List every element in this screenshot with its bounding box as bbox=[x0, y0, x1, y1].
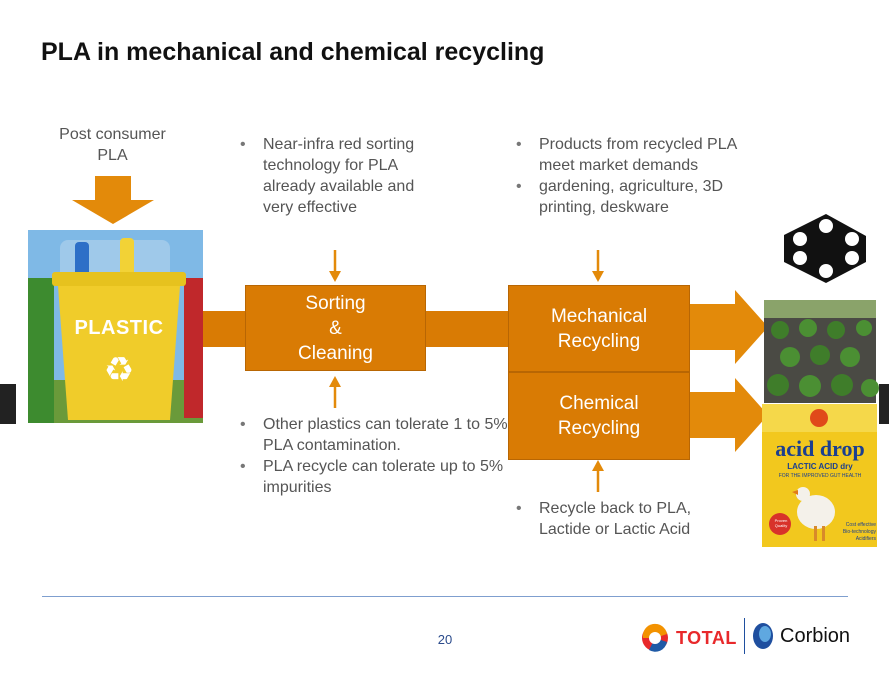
connector-sorting-recycling bbox=[426, 311, 508, 347]
mechanical-box-line2: Recycling bbox=[557, 330, 641, 352]
contamination-notes: Other plastics can tolerate 1 to 5% PLA … bbox=[238, 414, 513, 498]
bin-label: PLASTIC bbox=[74, 317, 164, 339]
bin-green-left bbox=[28, 278, 54, 423]
total-logo-icon bbox=[642, 623, 668, 652]
chemical-note: Recycle back to PLA, Lactide or Lactic A… bbox=[514, 498, 724, 540]
product-badge: Proven Quality bbox=[774, 518, 788, 528]
sorting-notes: Near-infra red sorting technology for PL… bbox=[238, 134, 448, 218]
product-subtitle: LACTIC ACID dry bbox=[787, 462, 853, 471]
mechanical-output-arrow bbox=[690, 290, 768, 364]
sorting-cleaning-box: Sorting & Cleaning bbox=[245, 285, 426, 371]
corbion-logo-icon bbox=[753, 623, 773, 649]
sorting-note: Near-infra red sorting technology for PL… bbox=[238, 134, 448, 218]
mechanical-note: Products from recycled PLA meet market d… bbox=[514, 134, 764, 176]
bin-body bbox=[58, 286, 180, 420]
total-logo: TOTAL bbox=[640, 618, 737, 658]
product-claim-line3: Acidifiers bbox=[855, 536, 876, 542]
input-label-line1: Post consumer bbox=[59, 126, 166, 143]
corbion-logo-text: Corbion bbox=[780, 624, 851, 647]
input-label-line2: PLA bbox=[97, 147, 128, 164]
sorting-box-line3: Cleaning bbox=[298, 342, 373, 364]
chemical-box-line1: Chemical bbox=[559, 393, 639, 414]
sorting-box-line2: & bbox=[329, 317, 342, 339]
connector-bin-sorting bbox=[203, 311, 245, 347]
chemical-up-arrow bbox=[592, 460, 604, 492]
sorting-box-line1: Sorting bbox=[305, 292, 366, 314]
product-claim-line2: Bio-technology bbox=[842, 529, 876, 535]
mechanical-down-arrow bbox=[592, 250, 604, 282]
bin-red-right bbox=[184, 278, 203, 418]
chemical-output-arrow bbox=[690, 378, 768, 452]
bin-bottle-blue bbox=[75, 242, 89, 278]
bin-rim bbox=[52, 272, 186, 286]
recycle-icon: ♻ bbox=[103, 351, 135, 389]
acid-drop-package-picture bbox=[762, 404, 877, 547]
chemical-notes: Recycle back to PLA, Lactide or Lactic A… bbox=[514, 498, 724, 540]
sorting-up-arrow bbox=[329, 376, 341, 408]
mechanical-note: gardening, agriculture, 3D printing, des… bbox=[514, 176, 764, 218]
corbion-logo: Corbion bbox=[752, 616, 850, 656]
next-slide-tab[interactable] bbox=[879, 384, 889, 424]
chemical-box-line2: Recycling bbox=[557, 418, 641, 439]
footer-divider bbox=[42, 596, 848, 597]
mechanical-notes: Products from recycled PLA meet market d… bbox=[514, 134, 764, 218]
contamination-note: Other plastics can tolerate 1 to 5% PLA … bbox=[238, 414, 513, 456]
total-logo-text: TOTAL bbox=[676, 627, 737, 648]
product-claim-line1: Cost effective bbox=[845, 522, 876, 528]
mechanical-box-line1: Mechanical bbox=[550, 305, 648, 327]
input-label: Post consumer PLA bbox=[40, 124, 185, 166]
plastic-bin-picture bbox=[28, 230, 203, 423]
product-brand: acid drop bbox=[775, 436, 865, 461]
page-number: 20 bbox=[437, 632, 453, 647]
contamination-note: PLA recycle can tolerate up to 5% impuri… bbox=[238, 456, 513, 498]
mechanical-recycling-box: Mechanical Recycling bbox=[508, 285, 690, 372]
lettuce-field-picture bbox=[764, 300, 879, 403]
sorting-down-arrow bbox=[329, 250, 341, 282]
bin-bottle-yellow bbox=[120, 238, 134, 278]
product-claim: Cost effective Bio-technology Acidifiers bbox=[834, 522, 876, 543]
logo-divider bbox=[744, 618, 745, 654]
product-tagline: FOR THE IMPROVED GUT HEALTH bbox=[778, 473, 862, 479]
input-arrow bbox=[72, 176, 154, 224]
chemical-recycling-box: Chemical Recycling bbox=[508, 372, 690, 460]
previous-slide-tab[interactable] bbox=[0, 384, 16, 424]
six-ring-carrier-picture bbox=[784, 214, 866, 283]
slide-title: PLA in mechanical and chemical recycling bbox=[41, 38, 545, 66]
